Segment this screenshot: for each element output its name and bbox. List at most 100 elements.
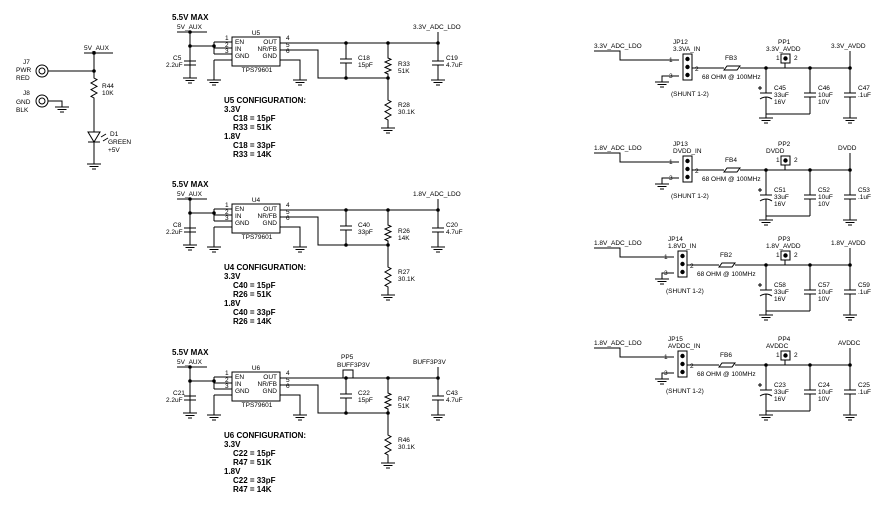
- junction-dot: [764, 363, 768, 367]
- junction-dot: [188, 44, 192, 48]
- regulator-block-u6: 5.5V MAX5V_AUXC212.2uFU6TPS79601ENINGNDO…: [166, 348, 463, 494]
- config-line: C22 = 15pF: [233, 449, 276, 458]
- jack-pwr-label: PWR: [16, 67, 31, 74]
- pin-number: 5: [286, 377, 290, 384]
- ground-symbol: [381, 294, 395, 301]
- ground-symbol: [381, 127, 395, 134]
- wire: [48, 100, 63, 107]
- junction-dot: [386, 208, 390, 212]
- config-line: R26 = 14K: [233, 317, 272, 326]
- junction-dot: [848, 263, 852, 267]
- pin-en: EN: [235, 39, 244, 46]
- jumper-pin: [680, 361, 685, 367]
- capacitor-symbol: [184, 221, 196, 239]
- resistor-symbol: [383, 265, 393, 289]
- config-line: C18 = 15pF: [233, 114, 276, 123]
- capacitor-symbol: [804, 281, 816, 303]
- wire: [661, 372, 674, 379]
- cap-ref: C57: [818, 282, 830, 289]
- ground-symbol: [207, 79, 221, 86]
- wire: [594, 50, 679, 61]
- ferrite-ref: FB3: [725, 55, 737, 62]
- led-resistor-value: 10K: [102, 90, 114, 97]
- pin-number: 1: [225, 370, 229, 377]
- ic-body: [231, 371, 281, 402]
- jumper-pin: [685, 72, 690, 78]
- pin-gnd: GND: [235, 220, 250, 227]
- pin-number: 2: [225, 42, 229, 49]
- jumper-header: [682, 53, 693, 81]
- junction-dot: [436, 41, 440, 45]
- nr-cap-value: 15pF: [358, 62, 373, 69]
- jumper-pin-1: 1: [669, 57, 673, 64]
- jack-outer: [35, 64, 49, 78]
- cap-value: 33uF: [774, 289, 789, 296]
- junction-dot: [344, 208, 348, 212]
- jumper-pin: [680, 269, 685, 275]
- junction-dot: [188, 379, 192, 383]
- junction-dot: [344, 243, 348, 247]
- jumper-pin: [685, 64, 690, 70]
- junction-dot: [764, 66, 768, 70]
- capacitor-symbol: [804, 381, 816, 403]
- cap-value: .1uF: [858, 92, 871, 99]
- resistor-symbol: [89, 76, 99, 100]
- config-title: U6 CONFIGURATION:: [224, 431, 306, 440]
- cap-ref: C25: [858, 382, 870, 389]
- max-voltage-label: 5.5V MAX: [172, 180, 209, 189]
- ferrite-bead-body: [723, 167, 741, 173]
- config-line: C40 = 15pF: [233, 281, 276, 290]
- cap-voltage: 16V: [774, 201, 786, 208]
- pin-number: 4: [286, 35, 290, 42]
- pin-number: 3: [225, 383, 229, 390]
- cap-voltage: 10V: [818, 201, 830, 208]
- ground-symbol: [293, 414, 307, 421]
- cap-value: 33uF: [774, 92, 789, 99]
- bottom-resistor-value: 30.1K: [398, 276, 416, 283]
- nr-cap-ref: C40: [358, 222, 370, 229]
- filter-input-net: 1.8V_ADC_LDO: [594, 240, 642, 247]
- input-cap-ref: C21: [173, 390, 185, 397]
- filter-input-net: 1.8V_ADC_LDO: [594, 145, 642, 152]
- cap-ref: C53: [858, 187, 870, 194]
- testpoint-net: DVDD: [766, 148, 785, 155]
- input-cap-value: 2.2uF: [166, 229, 183, 236]
- pin-number: 3: [225, 215, 229, 222]
- ground-symbol: [843, 314, 857, 321]
- pin-nrfb: NR/FB: [258, 213, 278, 220]
- jumper-ref: JP12: [673, 39, 688, 46]
- polarized-capacitor-symbol: [758, 186, 773, 208]
- junction-dot: [188, 211, 192, 215]
- jack-gnd-ref: J8: [23, 90, 30, 97]
- pin-gnd2: GND: [263, 53, 278, 60]
- cap-value: 10uF: [818, 389, 833, 396]
- junction-dot: [386, 41, 390, 45]
- jumper-pin-1: 1: [669, 159, 673, 166]
- junction-dot: [764, 168, 768, 172]
- wire: [661, 272, 674, 279]
- max-voltage-label: 5.5V MAX: [172, 13, 209, 22]
- pin-number: 5: [286, 42, 290, 49]
- jumper-pin: [685, 158, 690, 164]
- input-cap-ref: C5: [173, 55, 182, 62]
- testpoint-body: [342, 369, 354, 379]
- pin-gnd2: GND: [263, 388, 278, 395]
- pin-gnd: GND: [235, 388, 250, 395]
- jumper-header: [677, 350, 688, 378]
- ground-symbol: [55, 106, 69, 113]
- jumper-pin-1: 1: [664, 354, 668, 361]
- config-title: U4 CONFIGURATION:: [224, 263, 306, 272]
- ground-symbol: [381, 462, 395, 469]
- pin-number: 3: [225, 48, 229, 55]
- ground-symbol: [183, 77, 197, 84]
- filter-input-net: 1.8V_ADC_LDO: [594, 340, 642, 347]
- jumper-pin-2: 2: [690, 363, 694, 370]
- filter-output-net: DVDD: [838, 145, 857, 152]
- ground-symbol: [655, 183, 669, 190]
- pin-in: IN: [235, 213, 242, 220]
- nr-cap-value: 15pF: [358, 397, 373, 404]
- jack-pwr-color: RED: [16, 75, 30, 82]
- cap-value: 33uF: [774, 389, 789, 396]
- junction-dot: [848, 168, 852, 172]
